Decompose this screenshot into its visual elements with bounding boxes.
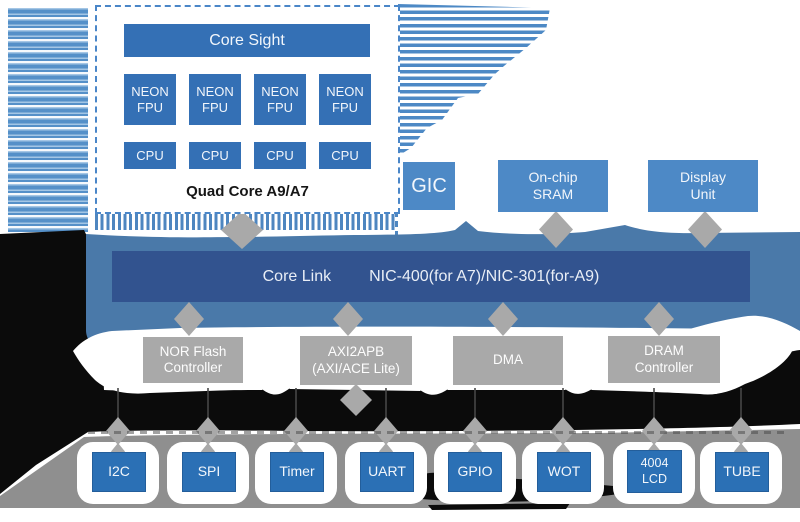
black-scribble-streak [428, 503, 570, 510]
wot-block: WOT [537, 452, 591, 492]
i2c-block: I2C [92, 452, 146, 492]
bus-name-label: Core Link [262, 267, 332, 285]
timer-block: Timer [270, 452, 324, 492]
uart-block: UART [360, 452, 414, 492]
dma-block: DMA [453, 336, 563, 385]
display-unit-block: Display Unit [648, 160, 758, 212]
gic-block: GIC [403, 162, 455, 210]
onchip-sram-block: On-chip SRAM [498, 160, 608, 212]
cpu-block-3: CPU [254, 142, 306, 169]
core-sight-block: Core Sight [124, 24, 370, 57]
dram-controller-block: DRAM Controller [608, 336, 720, 383]
band-dash-texture [88, 431, 790, 434]
core-sight-label: Core Sight [209, 31, 285, 49]
tube-block: TUBE [715, 452, 769, 492]
cpu-block-2: CPU [189, 142, 241, 169]
bus-spec-label: NIC-400(for A7)/NIC-301(for-A9) [369, 267, 600, 285]
cpu-block-1: CPU [124, 142, 176, 169]
dashed-border-continuation [395, 211, 398, 247]
nor-flash-controller-block: NOR Flash Controller [143, 337, 243, 383]
axi2apb-block: AXI2APB (AXI/ACE Lite) [300, 336, 412, 385]
core-link-bus: Core Link NIC-400(for A7)/NIC-301(for-A9… [112, 251, 750, 302]
spi-block: SPI [182, 452, 236, 492]
gpio-block: GPIO [448, 452, 502, 492]
cpu-block-4: CPU [319, 142, 371, 169]
striped-highlight-left [8, 8, 88, 232]
quad-core-caption: Quad Core A9/A7 [186, 183, 309, 200]
